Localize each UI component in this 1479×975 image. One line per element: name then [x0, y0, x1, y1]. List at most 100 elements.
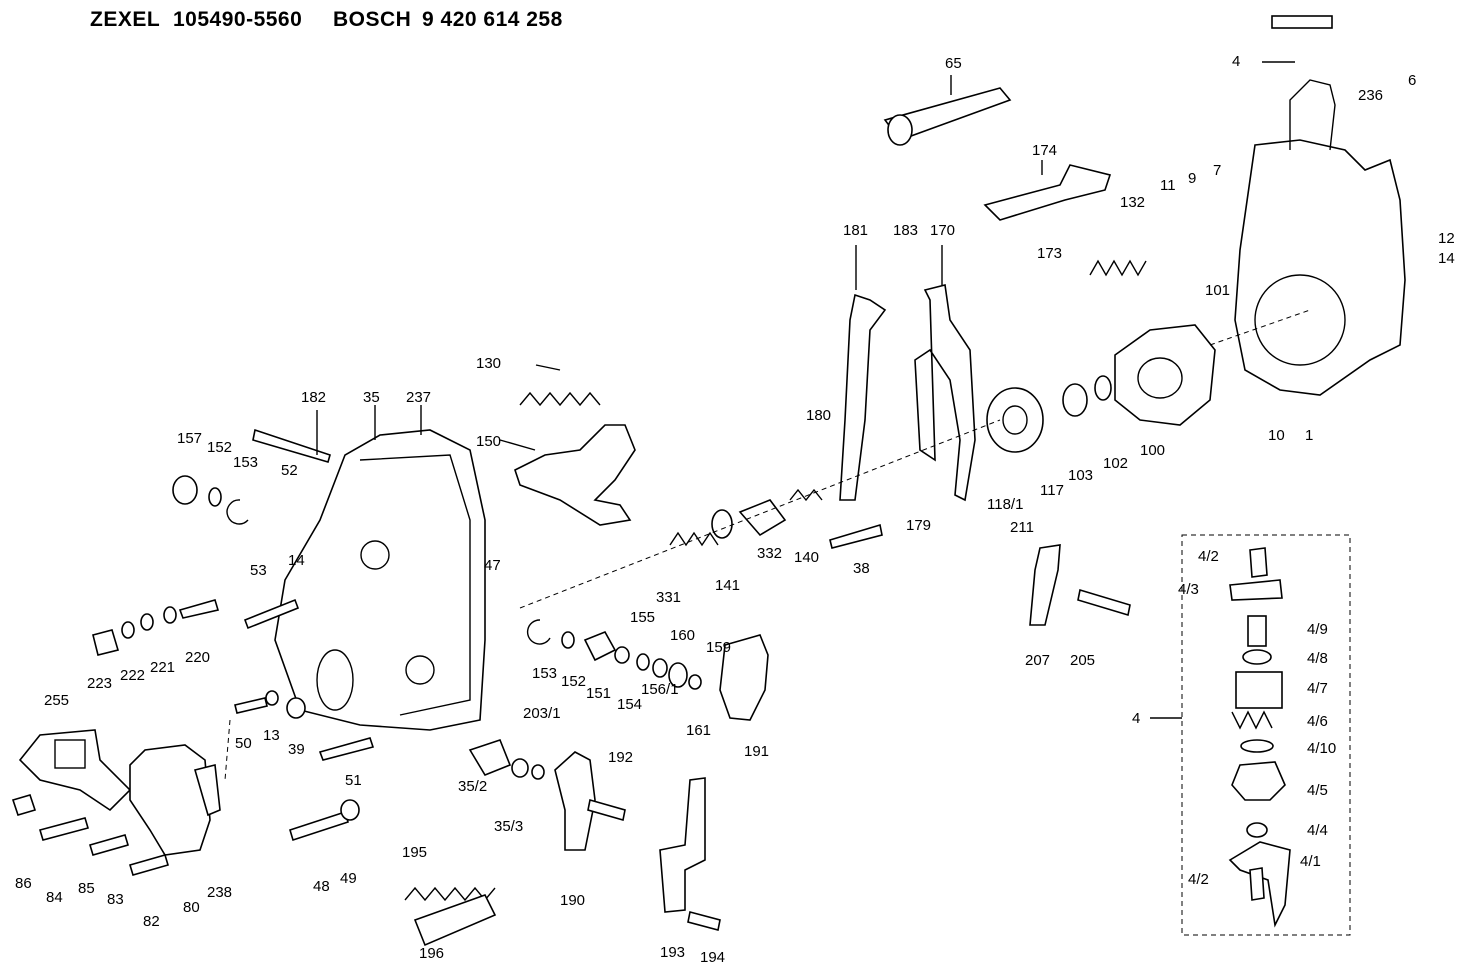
- part-label: 35: [363, 389, 380, 406]
- inset-box: [1181, 534, 1351, 936]
- part-label: 332: [757, 545, 782, 562]
- part-label: 157: [177, 430, 202, 447]
- part-label: 207: [1025, 652, 1050, 669]
- part-label: 222: [120, 667, 145, 684]
- lever-shaft-150: [514, 424, 636, 526]
- part-label: 12: [1438, 230, 1455, 247]
- bolt-182: [252, 428, 331, 463]
- part-label: 153: [233, 454, 258, 471]
- part-label: 9: [1188, 170, 1196, 187]
- adjuster-lever: [1271, 15, 1333, 29]
- part-label: 236: [1358, 87, 1383, 104]
- flyweight-holder-hub: [1137, 357, 1183, 399]
- inset-pin-4-9: [1247, 615, 1267, 647]
- bush-151: [583, 630, 617, 662]
- part-label: 103: [1068, 467, 1093, 484]
- gasket-238: [194, 764, 221, 817]
- part-label: 10: [1268, 427, 1285, 444]
- bracket-193: [659, 777, 706, 913]
- part-label: 14: [1438, 250, 1455, 267]
- part-label: 140: [794, 549, 819, 566]
- sleeve-160: [668, 662, 688, 688]
- housing-bore-1: [360, 540, 390, 570]
- part-label: 80: [183, 899, 200, 916]
- part-label: 152: [207, 439, 232, 456]
- nut-13: [265, 690, 279, 706]
- pump-housing-35: [274, 429, 486, 731]
- shaft-65-end: [887, 114, 913, 146]
- part-label: 179: [906, 517, 931, 534]
- alignment-line-2: [224, 719, 231, 781]
- inset-part-label: 4/9: [1307, 621, 1328, 638]
- part-label: 159: [706, 639, 731, 656]
- inset-ring-4-8: [1242, 649, 1272, 665]
- valve-35-2: [468, 739, 512, 776]
- bolt-83: [89, 834, 129, 856]
- part-label: 118/1: [987, 496, 1023, 513]
- header-bosch-number: 9 420 614 258: [422, 8, 563, 31]
- part-label: 183: [893, 222, 918, 239]
- washer-220: [163, 606, 177, 624]
- washer-221: [140, 613, 154, 631]
- bolt-194: [687, 911, 721, 931]
- bolt-82: [129, 854, 169, 876]
- part-label: 196: [419, 945, 444, 962]
- part-label: 223: [87, 675, 112, 692]
- bolt-192: [587, 798, 626, 822]
- part-label: 141: [715, 577, 740, 594]
- washer-154: [614, 646, 630, 664]
- part-label: 39: [288, 741, 305, 758]
- inset-part-label: 4/4: [1307, 822, 1328, 839]
- spring-331: [669, 531, 719, 547]
- gasket-237: [359, 454, 471, 716]
- part-label: 130: [476, 355, 501, 372]
- washer-155: [636, 653, 650, 671]
- inset-part-label: 4/10: [1307, 740, 1336, 757]
- washer-103: [1062, 383, 1088, 417]
- part-label: 11: [1160, 177, 1176, 194]
- clip-153b: [526, 619, 551, 645]
- part-label: 151: [586, 685, 611, 702]
- part-label: 117: [1040, 482, 1064, 499]
- part-label: 51: [345, 772, 362, 789]
- screw-53: [243, 598, 300, 630]
- adjuster-body: [1289, 79, 1336, 151]
- part-label: 14: [288, 552, 305, 569]
- nut-223: [92, 629, 120, 656]
- part-label: 155: [630, 609, 655, 626]
- leader-130: [535, 364, 561, 371]
- part-label: 192: [608, 749, 633, 766]
- inset-body-4-5: [1231, 761, 1286, 801]
- flyweight-holder-100: [1114, 324, 1216, 426]
- part-label: 255: [44, 692, 69, 709]
- part-label: 237: [406, 389, 431, 406]
- sleeve-117: [986, 387, 1044, 453]
- part-label: 102: [1103, 455, 1128, 472]
- nut-141: [711, 509, 733, 539]
- part-label: 6: [1408, 72, 1416, 89]
- part-label: 154: [617, 696, 642, 713]
- inset-lever-4-1: [1228, 841, 1291, 928]
- part-label: 101: [1205, 282, 1230, 299]
- washer-161: [688, 674, 702, 690]
- bracket-174: [983, 164, 1112, 221]
- part-label: 221: [150, 659, 175, 676]
- inset-spring-4-6: [1231, 710, 1273, 730]
- part-label: 100: [1140, 442, 1165, 459]
- inset-part-label: 4/2: [1188, 871, 1209, 888]
- part-label: 83: [107, 891, 124, 908]
- part-label: 52: [281, 462, 298, 479]
- inset-washer-4-4: [1246, 822, 1268, 838]
- washer-156-1: [652, 658, 668, 678]
- inset-bolt-4-2-top: [1249, 547, 1268, 578]
- header-brand2: BOSCH: [333, 8, 412, 31]
- part-label: 182: [301, 389, 326, 406]
- part-label: 153: [532, 665, 557, 682]
- nut-39: [286, 697, 306, 719]
- part-label: 86: [15, 875, 32, 892]
- part-label: 49: [340, 870, 357, 887]
- part-label: 193: [660, 944, 685, 961]
- part-drawings: [11, 15, 1406, 947]
- bracket-255-window: [54, 739, 86, 769]
